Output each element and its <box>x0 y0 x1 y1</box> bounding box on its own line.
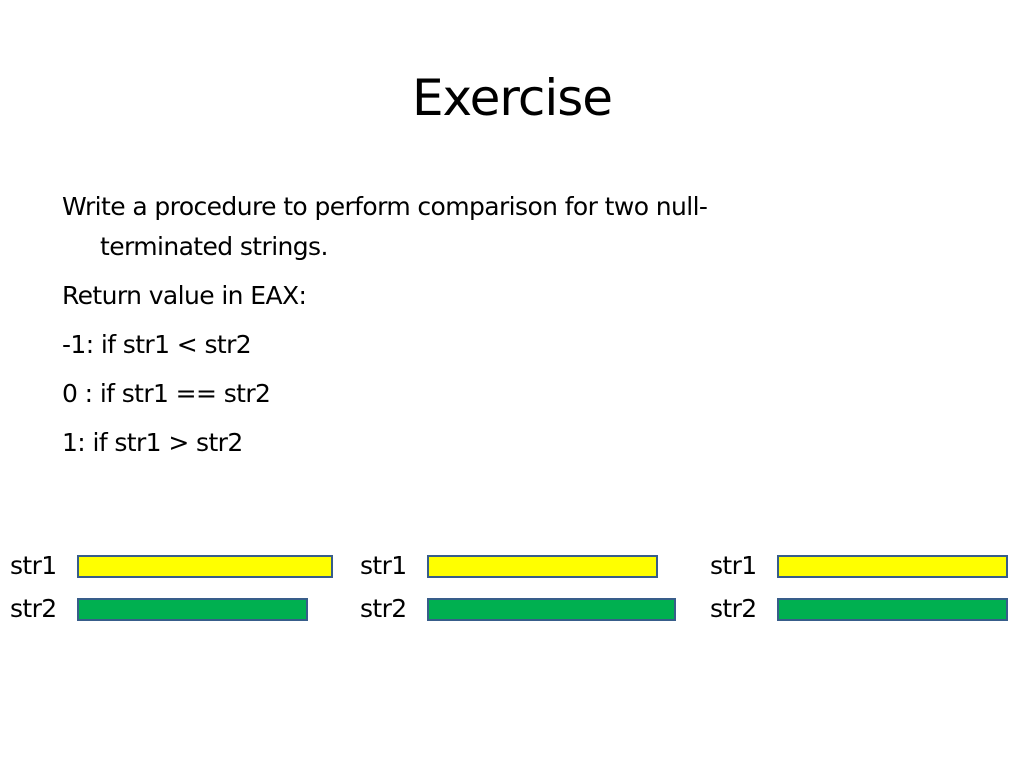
string-diagram-2: str1 str2 <box>350 546 690 636</box>
slide-title: Exercise <box>411 69 613 127</box>
str1-label: str1 <box>10 551 57 580</box>
string-diagram-1: str1 str2 <box>0 546 340 636</box>
body-line-1: Write a procedure to perform comparison … <box>62 192 708 221</box>
str1-bar <box>777 555 1008 578</box>
str2-label: str2 <box>360 594 407 623</box>
body-line-4: -1: if str1 < str2 <box>62 330 252 359</box>
str2-bar <box>427 598 676 621</box>
str2-bar <box>77 598 308 621</box>
str1-label: str1 <box>710 551 757 580</box>
body-line-6: 1: if str1 > str2 <box>62 428 243 457</box>
str2-label: str2 <box>710 594 757 623</box>
body-line-3: Return value in EAX: <box>62 281 307 310</box>
body-line-5: 0 : if str1 == str2 <box>62 379 271 408</box>
body-line-2: terminated strings. <box>100 232 328 261</box>
str1-label: str1 <box>360 551 407 580</box>
str1-bar <box>427 555 658 578</box>
str1-bar <box>77 555 333 578</box>
str2-label: str2 <box>10 594 57 623</box>
str2-bar <box>777 598 1008 621</box>
string-diagram-3: str1 str2 <box>700 546 1020 636</box>
